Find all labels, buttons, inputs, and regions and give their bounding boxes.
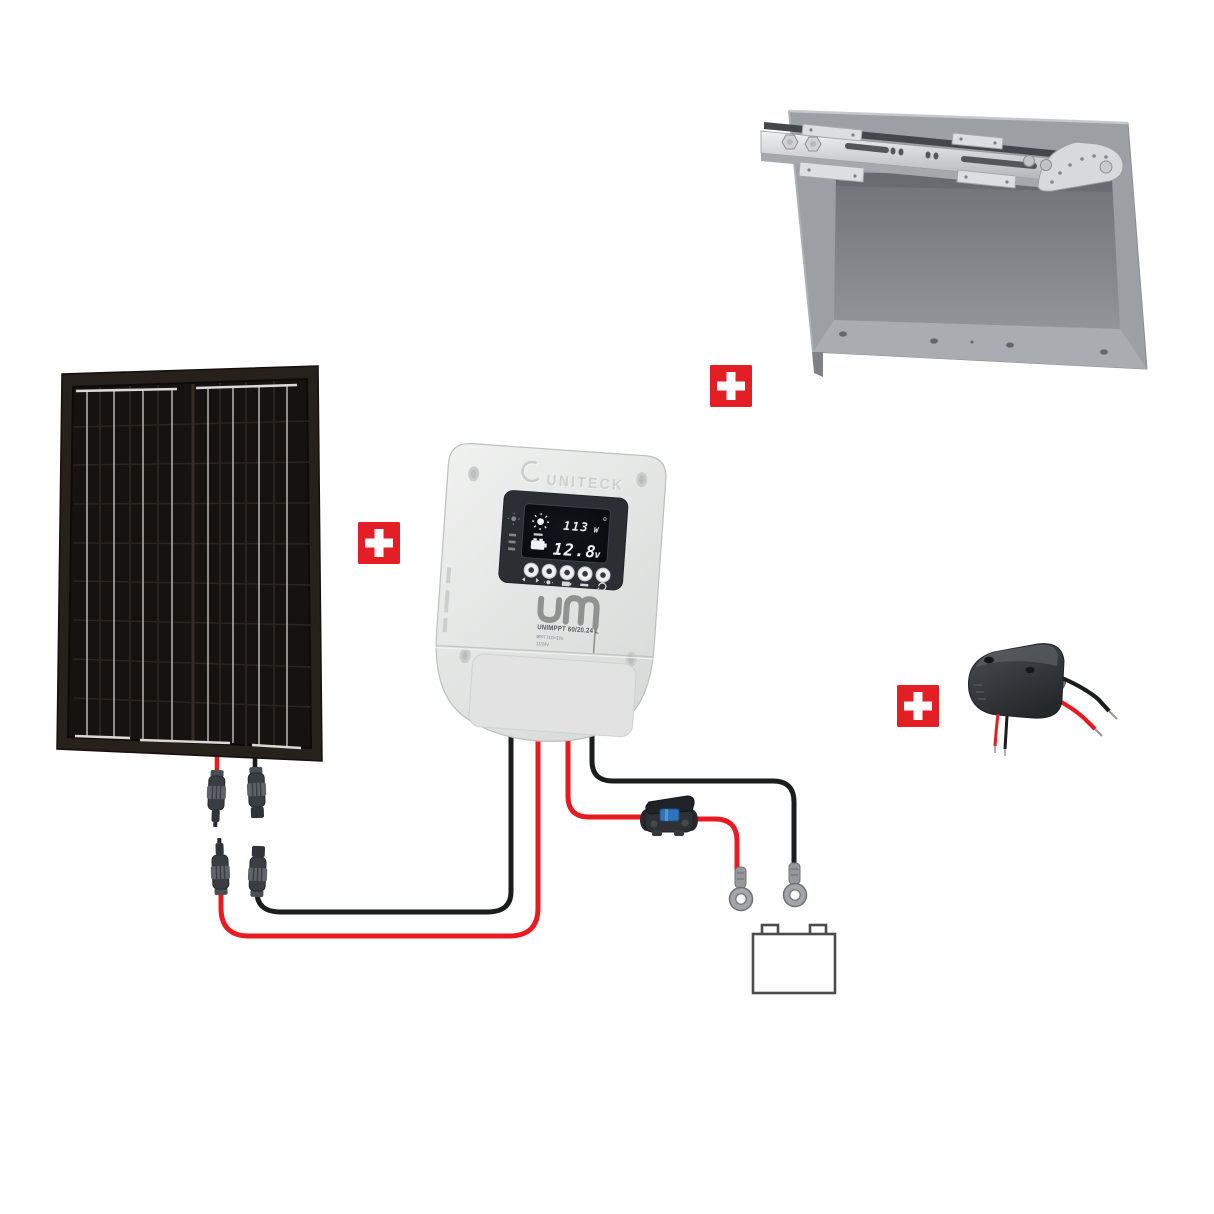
- fuse: [659, 808, 680, 822]
- model-label: UNIMPPT 60/20.24 L: [537, 624, 600, 635]
- battery-outline: [751, 923, 837, 995]
- body-seam: [435, 644, 654, 658]
- cell-grid: [72, 381, 312, 747]
- plus-icon: [710, 365, 752, 407]
- brand-text: UNITECK: [547, 473, 626, 495]
- uniteck-logo: UNITECK UNITECK: [521, 460, 626, 495]
- minus-icon: [580, 583, 589, 587]
- voltage-value: 12.8: [552, 540, 597, 562]
- um-logo: um: [537, 595, 600, 655]
- screen-content: 113 W 12.8 v: [530, 513, 607, 562]
- charge-bar-icon: [533, 533, 543, 536]
- button: [595, 567, 611, 591]
- mc4-connector: [247, 845, 268, 898]
- mc4-connector: [246, 766, 267, 819]
- power-unit: W: [594, 525, 601, 534]
- button: [541, 563, 557, 587]
- frame-bottom-lip: [813, 320, 1147, 369]
- battery-body: [751, 932, 837, 995]
- pv-wire-black: [254, 727, 514, 915]
- gland-wire-black: [1061, 676, 1111, 713]
- wire-tip: [1108, 710, 1118, 720]
- reset-icon: [597, 582, 607, 591]
- brand-swirl-icon: [521, 460, 540, 483]
- tech-label: MPPT TECH EVO: [536, 634, 563, 641]
- plus-icon: [897, 685, 939, 727]
- ring-terminal: [728, 866, 754, 912]
- mounting-frame: [760, 109, 1148, 377]
- charge-controller: UNITECK UNITECK 113 W 12.8 v: [435, 443, 667, 743]
- battery-wire-red: [565, 727, 651, 820]
- curved-bracket: [1023, 141, 1124, 192]
- status-dot-icon: [603, 517, 607, 521]
- brand-text: UNITECK: [546, 472, 625, 494]
- sun-icon: [543, 577, 553, 587]
- battery-wire-black: [589, 727, 797, 869]
- hex-bolts: [781, 134, 822, 152]
- mc4-connector: [206, 769, 227, 828]
- gland-hole: [984, 656, 994, 664]
- rail-slot: [845, 143, 889, 153]
- button: [522, 562, 539, 583]
- bracket-rail: [760, 122, 1124, 192]
- battery-wire-red: [689, 816, 740, 873]
- pv-wire-red: [218, 727, 541, 939]
- battery-icon: [561, 581, 572, 587]
- sun-icon: [532, 513, 550, 531]
- frame-screw-holes: [839, 331, 1108, 355]
- button: [559, 565, 575, 587]
- gland-wire-red-down: [993, 713, 1000, 747]
- display-buttons: [522, 562, 611, 591]
- voltage-unit: v: [594, 549, 602, 560]
- plus-icon: [358, 522, 400, 564]
- panel-busbars: [74, 383, 302, 750]
- plate-screws: [807, 128, 1009, 184]
- gland-wire-black-down: [1003, 715, 1009, 750]
- cover-plate: [468, 653, 637, 738]
- button: [577, 566, 593, 587]
- panel-cells: [66, 377, 313, 750]
- solar-panel: [56, 365, 323, 762]
- display-side-indicators: [507, 512, 520, 551]
- power-value: 113: [563, 519, 590, 535]
- wire-tip: [1094, 728, 1103, 737]
- frame-recess: [834, 172, 1120, 329]
- certification-marks: [442, 567, 452, 633]
- fuse-lid: [645, 795, 695, 815]
- rail-slot: [961, 156, 1037, 169]
- cable-entry-gland: [968, 643, 1118, 756]
- battery-icon: [530, 538, 547, 550]
- fuse-holder: [640, 795, 698, 836]
- gland-hole: [1025, 666, 1035, 674]
- ring-terminal: [782, 862, 808, 908]
- mc4-connector: [210, 837, 231, 896]
- voltage-rating-label: 12/24V: [536, 641, 550, 647]
- mounting-plates: [798, 123, 1017, 189]
- wiring: [214, 727, 797, 939]
